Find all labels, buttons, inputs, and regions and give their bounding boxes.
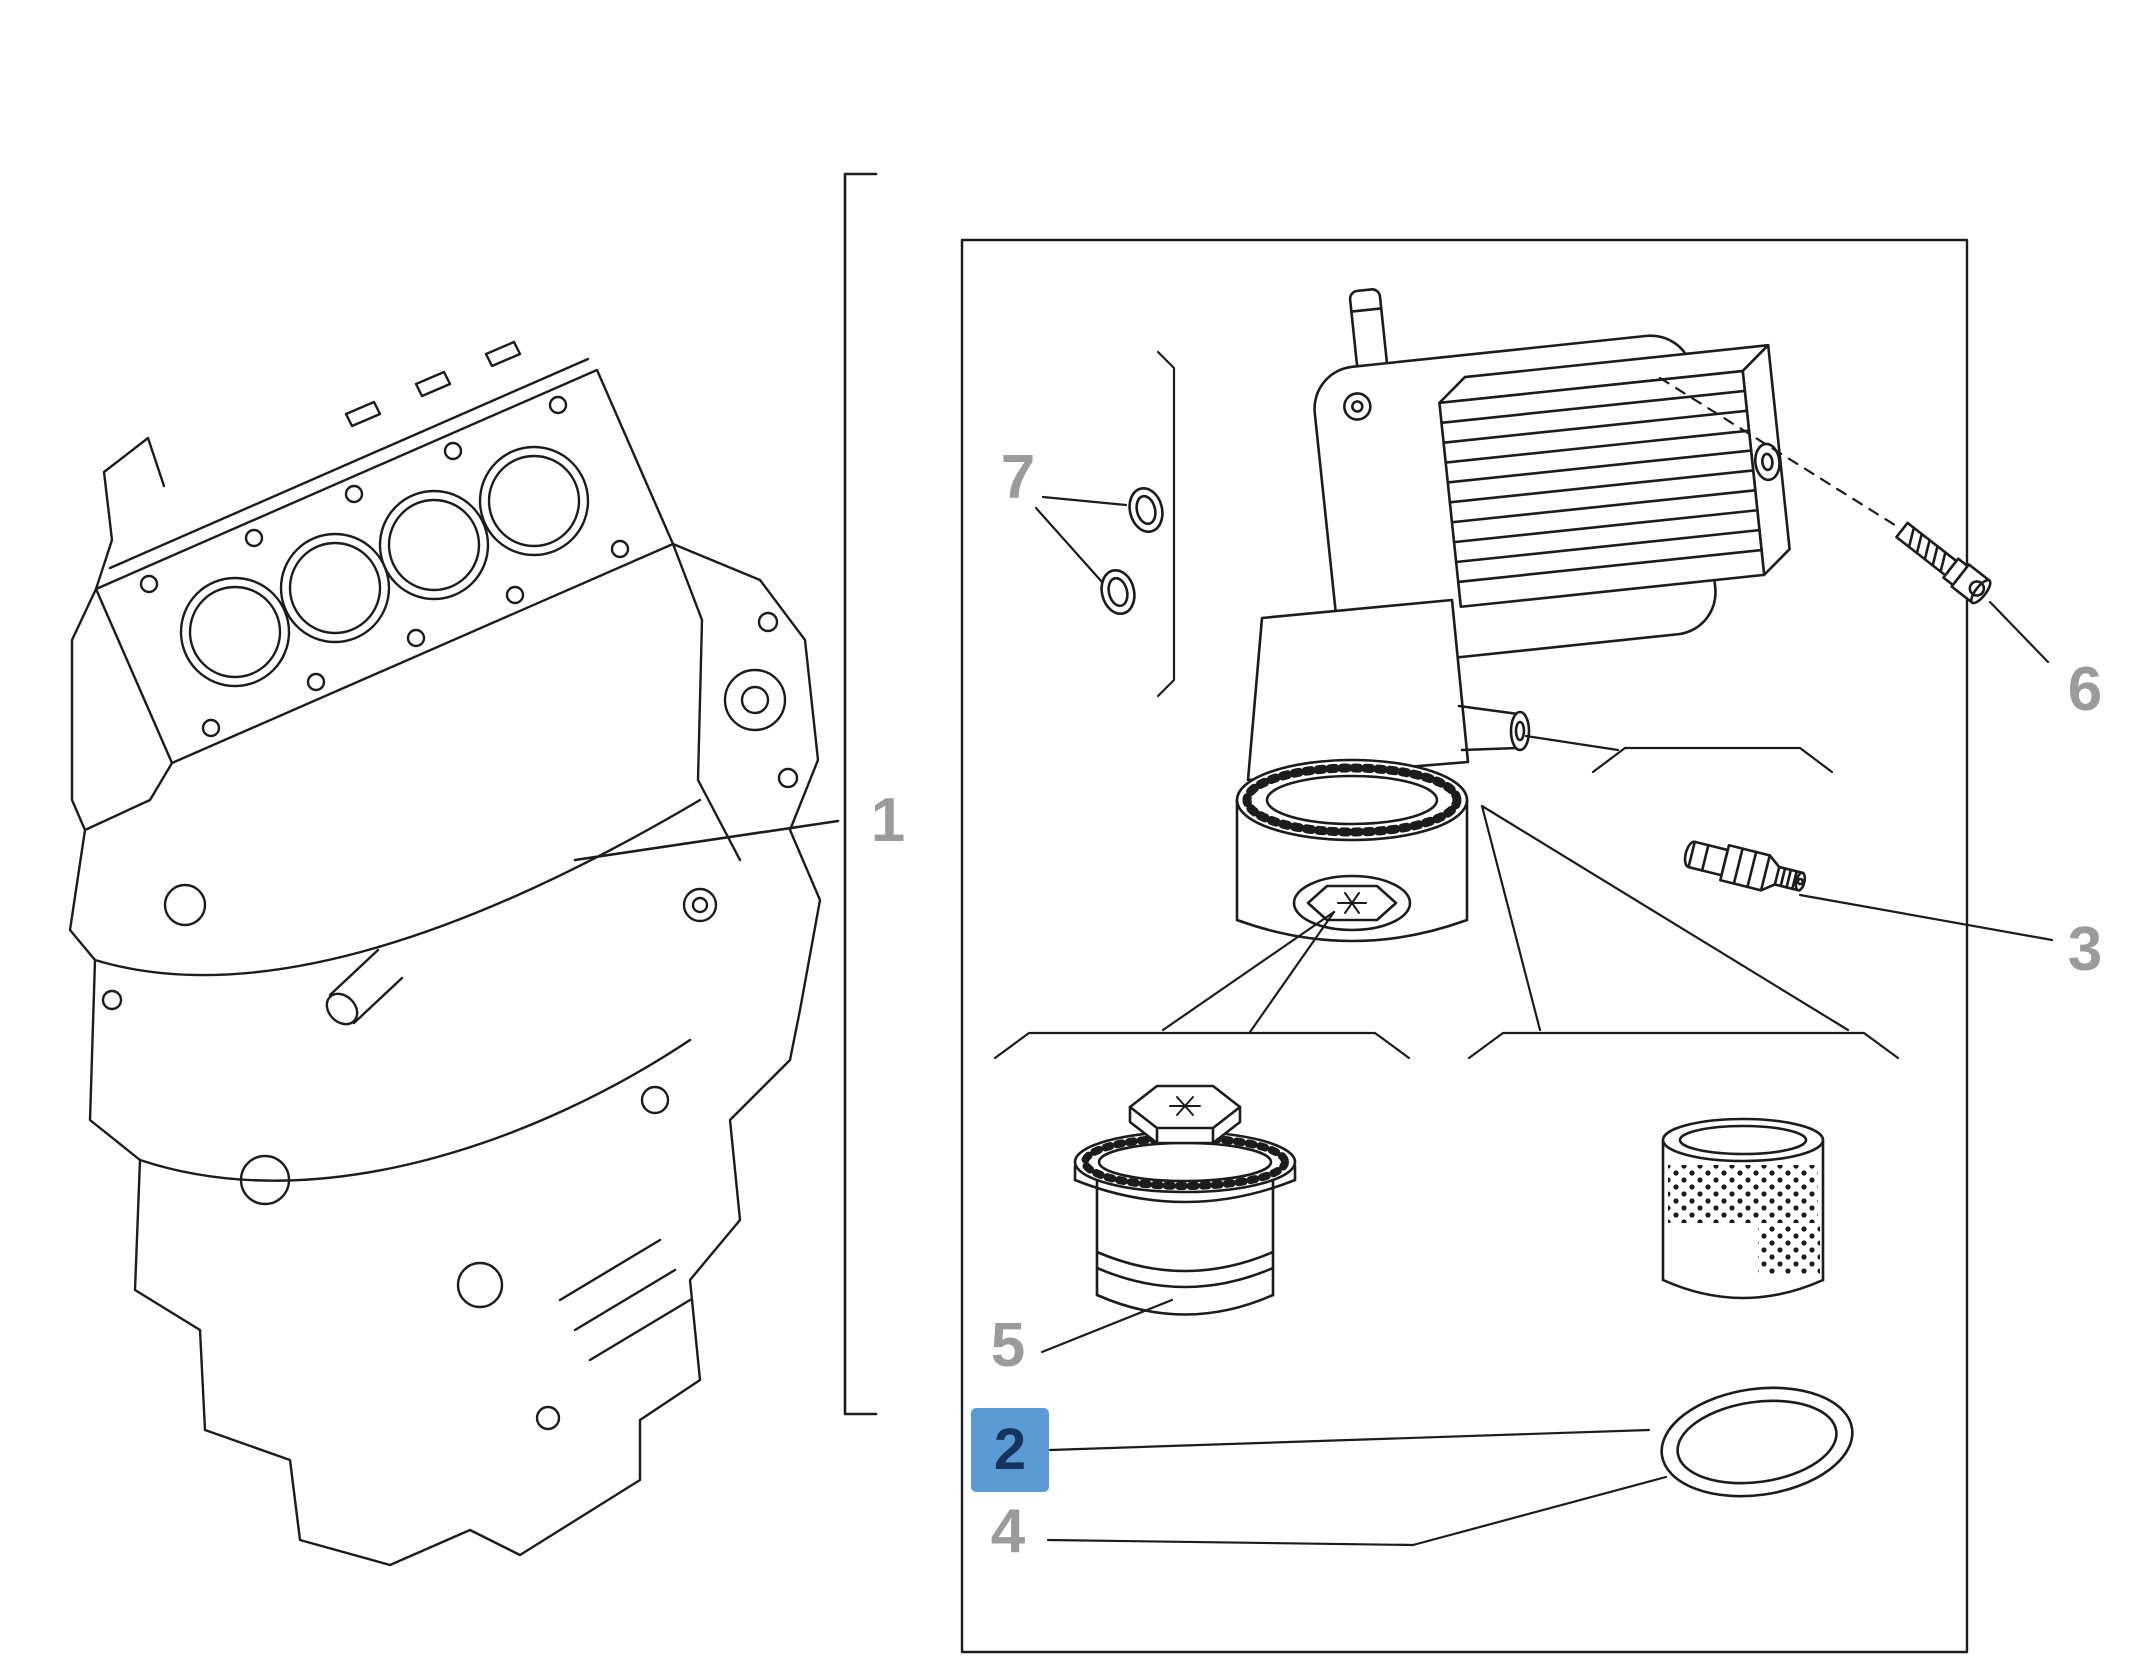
oil-cooler-plate (1313, 288, 1791, 667)
leader-line-3 (1798, 893, 2054, 942)
callout-4[interactable]: 4 (990, 1497, 1026, 1566)
leader-to-bracket-3 (1524, 734, 1620, 752)
leader-line-7a (1041, 495, 1128, 507)
group-bracket-1 (573, 172, 878, 1416)
bracket-element-group (1467, 1031, 1900, 1060)
callout-3[interactable]: 3 (2067, 915, 2103, 984)
callout-1[interactable]: 1 (870, 786, 906, 855)
fan-line-left-a (1161, 910, 1336, 1032)
leader-line-5 (1040, 1298, 1174, 1354)
detail-box (960, 238, 1969, 1654)
callout-6[interactable]: 6 (2067, 655, 2103, 724)
seal-ring-drawing (1660, 1386, 1854, 1498)
leader-line-7b (1034, 506, 1104, 584)
fan-line-left-b (1248, 910, 1336, 1034)
fan-line-right-a (1480, 804, 1542, 1032)
bolt-alignment-dashed-line (1658, 376, 1900, 529)
leader-line-6 (1988, 600, 2050, 664)
filter-cap-drawing (1073, 1084, 1297, 1316)
leader-line-1 (573, 819, 840, 862)
callout-2-selected[interactable]: 2 (971, 1408, 1049, 1492)
leader-line-4 (1046, 1475, 1668, 1547)
bolt-drawing (1895, 521, 1992, 605)
bracket-7 (1156, 350, 1176, 698)
fan-line-right-b (1480, 804, 1850, 1032)
oil-cooler-assembly-drawing (1235, 288, 1791, 943)
leader-line-2 (1048, 1428, 1651, 1452)
callout-5[interactable]: 5 (990, 1311, 1026, 1380)
cooler-core-front (1438, 369, 1766, 609)
filter-element-drawing (1661, 1117, 1825, 1300)
union-fitting-drawing (1683, 840, 1807, 892)
o-ring-pair-drawing (1100, 487, 1164, 615)
bracket-3 (1591, 746, 1834, 774)
engine-block-drawing (68, 340, 822, 1567)
leader-lines-and-brackets (993, 350, 2054, 1547)
bracket-cap-group (993, 1031, 1411, 1060)
callout-7[interactable]: 7 (1000, 443, 1036, 512)
filter-housing (1235, 598, 1531, 943)
